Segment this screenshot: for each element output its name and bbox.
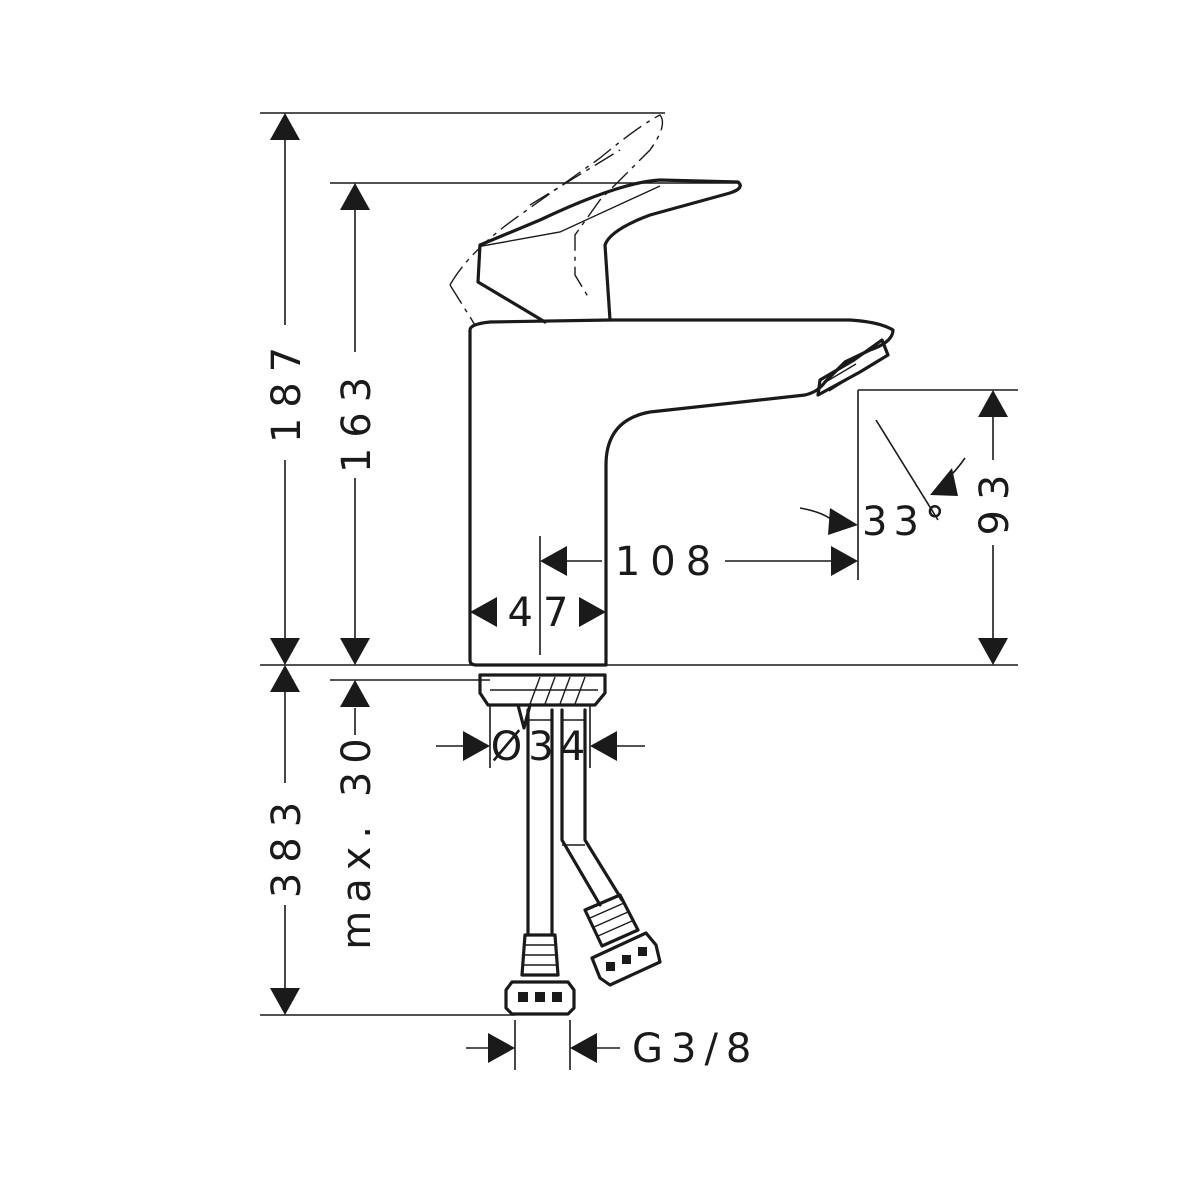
supply-hoses bbox=[526, 708, 624, 937]
dimension-383: 383 bbox=[264, 665, 310, 1015]
dimension-max-30: max. 30 bbox=[334, 680, 380, 950]
label-max-30: max. 30 bbox=[334, 730, 380, 949]
label-diameter-34: Ø34 bbox=[491, 724, 591, 770]
dimension-33-degree: 33° bbox=[799, 419, 966, 545]
dimension-diameter-34: Ø34 bbox=[436, 705, 645, 770]
dimension-163: 163 bbox=[334, 183, 380, 665]
dimension-g3-8: G3/8 bbox=[466, 1026, 759, 1072]
dimension-187: 187 bbox=[264, 113, 310, 665]
dimension-93: 93 bbox=[972, 390, 1018, 665]
label-93: 93 bbox=[972, 465, 1018, 536]
hose-fitting-right bbox=[583, 893, 662, 987]
lever-alternate-position bbox=[449, 114, 664, 326]
aerator bbox=[816, 338, 890, 397]
label-g3-8: G3/8 bbox=[632, 1026, 759, 1072]
label-163: 163 bbox=[334, 367, 380, 473]
label-187: 187 bbox=[264, 337, 310, 443]
label-383: 383 bbox=[264, 792, 310, 898]
dimension-47: 47 bbox=[470, 590, 606, 636]
dimension-108: 108 bbox=[540, 539, 858, 585]
hose-fitting-left bbox=[504, 933, 576, 1016]
label-33-degree: 33° bbox=[862, 499, 951, 545]
label-47: 47 bbox=[508, 590, 579, 636]
label-108: 108 bbox=[615, 539, 721, 585]
reference-lines bbox=[260, 112, 1018, 1070]
